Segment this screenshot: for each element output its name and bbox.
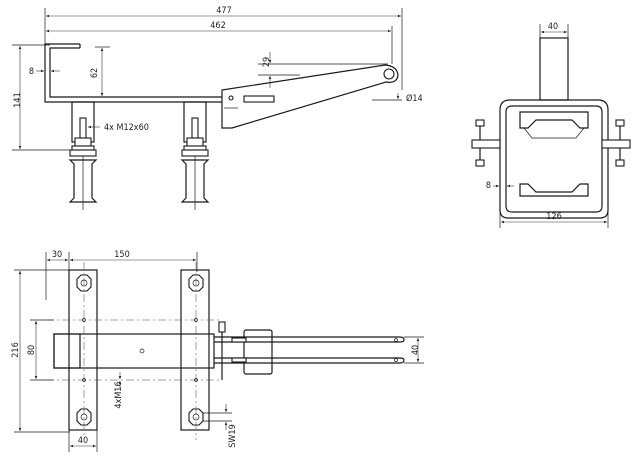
dim-hook-depth: 62 xyxy=(90,68,100,78)
dim-hook-width: 8 xyxy=(29,67,34,77)
dim-inner: 80 xyxy=(27,345,37,355)
dim-overall-length: 477 xyxy=(216,6,231,16)
slot xyxy=(243,95,275,103)
hex-nut-icon xyxy=(186,137,204,147)
dim-height: 141 xyxy=(13,92,23,107)
dim-wall: 8 xyxy=(486,181,491,191)
dim-spacing: 150 xyxy=(114,250,129,260)
clamp-right xyxy=(180,101,210,210)
hex-nut-icon xyxy=(74,137,92,147)
main-beam xyxy=(53,333,215,369)
dim-arm-width: 40 xyxy=(411,345,421,355)
plan-view: 30 150 216 80 xyxy=(11,250,424,452)
clamp-plate-left xyxy=(68,269,98,431)
dim-edge: 30 xyxy=(52,250,62,260)
clamp-left xyxy=(68,101,98,210)
bolt-icon xyxy=(191,117,199,139)
wrench-label: SW19 xyxy=(228,424,238,447)
slider-block xyxy=(243,329,273,375)
bolt-icon xyxy=(79,117,87,139)
clamp-plate-right xyxy=(180,269,210,431)
dim-arm-length: 462 xyxy=(210,21,225,31)
end-view: 40 8 126 xyxy=(471,22,631,228)
dim-width: 126 xyxy=(546,212,561,222)
hex-nut-icon xyxy=(615,119,625,127)
bolt-label: 4x M12x60 xyxy=(104,123,149,133)
dim-offset: 29 xyxy=(262,57,272,67)
dim-bottom: 40 xyxy=(78,436,88,446)
side-view: 477 462 141 8 62 29 xyxy=(12,6,423,210)
hex-nut-icon xyxy=(475,119,485,127)
dim-plan-height: 216 xyxy=(11,342,21,357)
dim-top-width: 40 xyxy=(548,22,558,32)
screw-label: 4xM16 xyxy=(114,381,124,408)
dim-hole-diameter: Ø14 xyxy=(406,93,423,104)
